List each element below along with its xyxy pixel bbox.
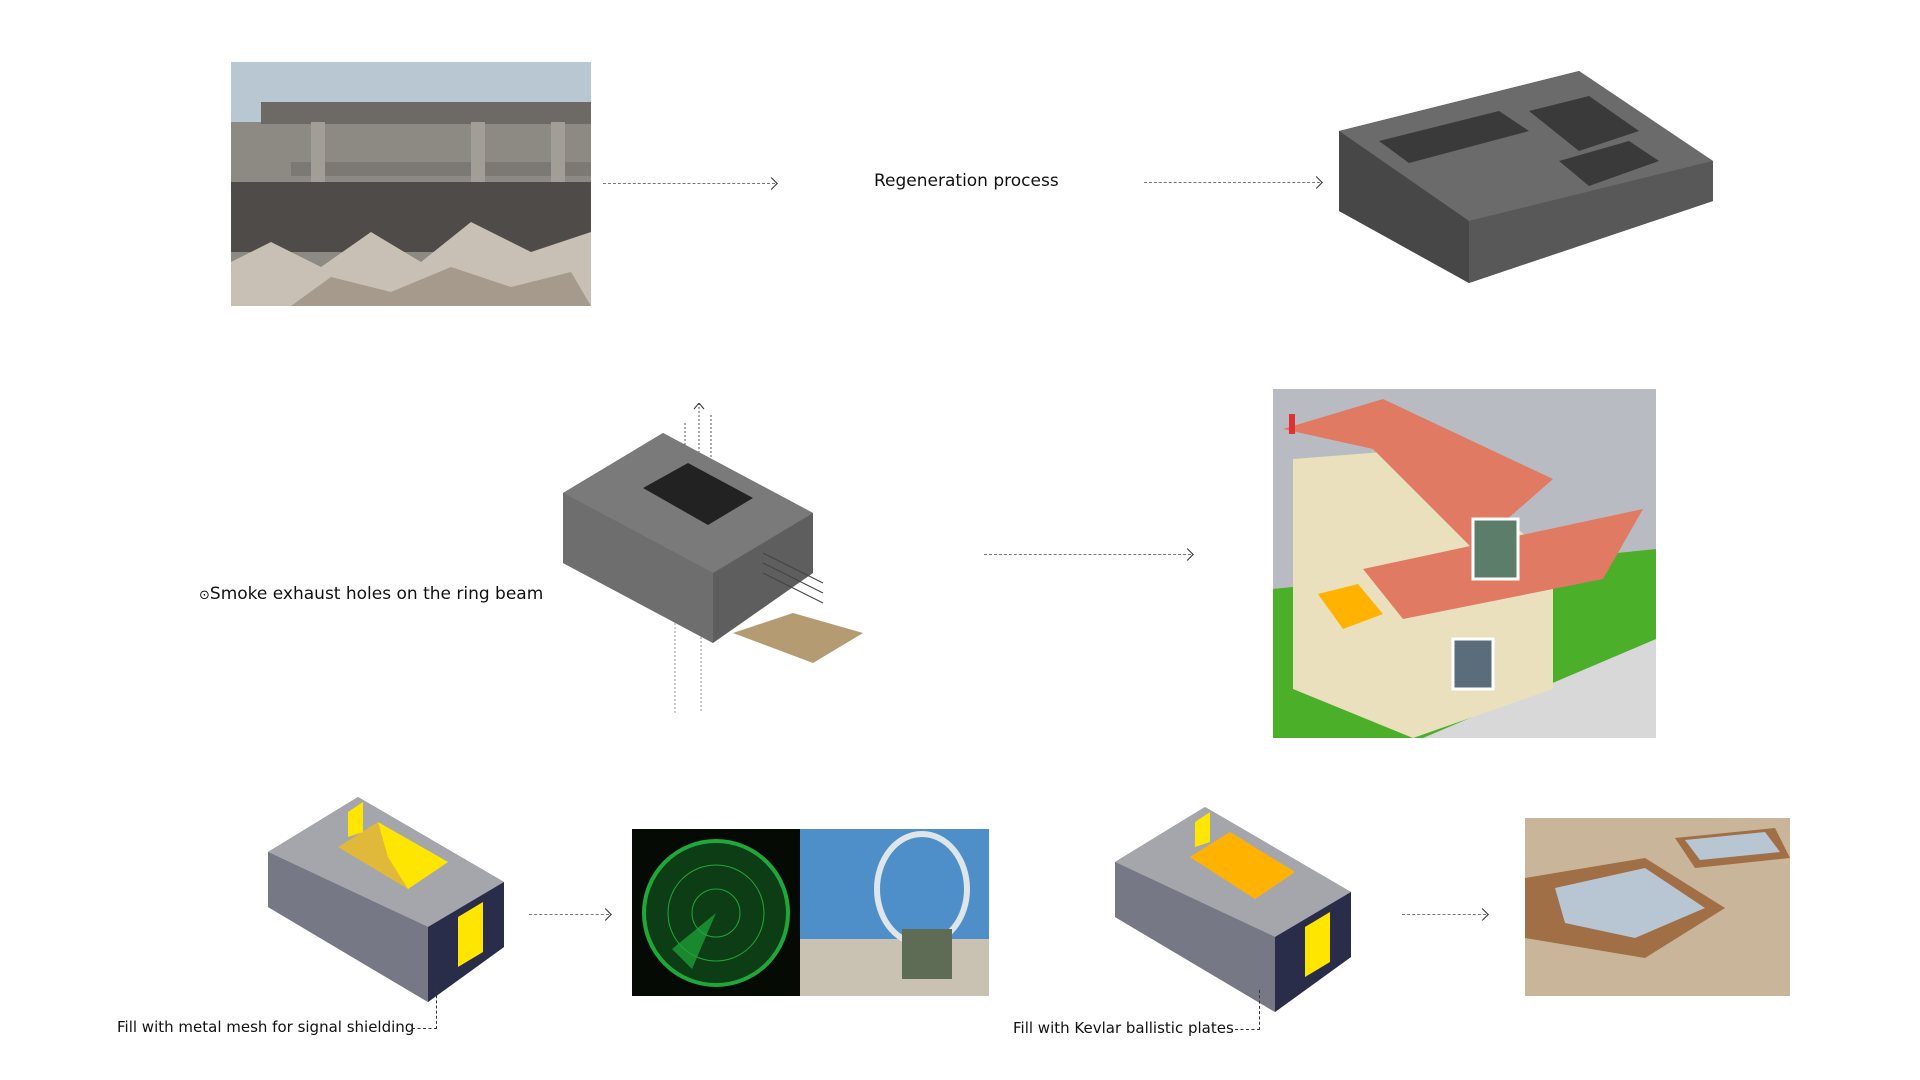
ring-beam-block-model: [563, 403, 863, 713]
demolished-building-photo: [231, 62, 591, 306]
mesh-leader-line: [412, 985, 437, 1029]
arrow-to-house: [984, 554, 1191, 555]
arrow-to-radar: [529, 914, 609, 915]
kevlar-leader-line: [1235, 990, 1260, 1030]
arrow-to-process: [603, 183, 775, 184]
metal-mesh-label: Fill with metal mesh for signal shieldin…: [117, 1018, 415, 1036]
smoke-exhaust-label: ⊙Smoke exhaust holes on the ring beam: [199, 584, 544, 604]
radar-photo: [632, 829, 989, 996]
mesh-filled-block-model: [268, 797, 508, 1002]
regenerated-block-model: [1339, 71, 1713, 283]
house-render: [1273, 389, 1656, 738]
kevlar-filled-block-model: [1115, 807, 1355, 1012]
kevlar-label: Fill with Kevlar ballistic plates: [1013, 1019, 1234, 1037]
regeneration-process-label: Regeneration process: [874, 171, 1059, 191]
camp-photo: [1525, 818, 1790, 996]
arrow-to-block: [1144, 182, 1320, 183]
bullet-icon: ⊙: [199, 588, 210, 603]
arrow-to-camp: [1402, 914, 1486, 915]
